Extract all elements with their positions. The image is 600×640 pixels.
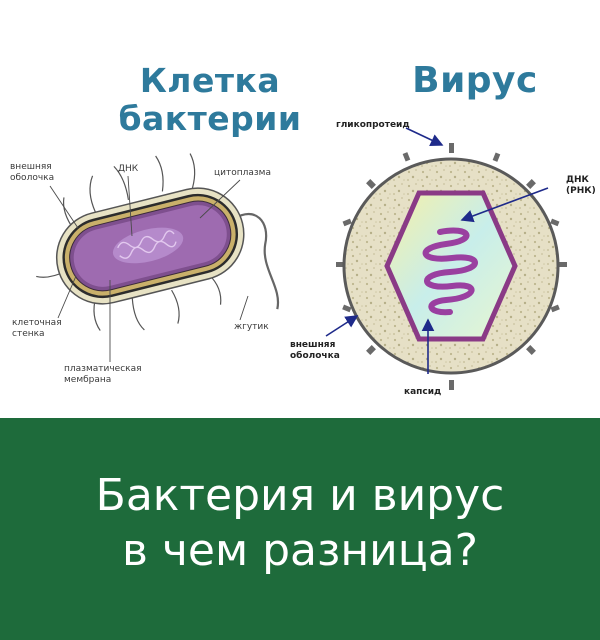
capsid [384, 190, 518, 342]
diagram-svg [36, 127, 567, 390]
label-capsid: капсид [404, 387, 442, 397]
bacteria-title: Клетка бактерии [90, 62, 330, 138]
label-outer-shell-virus: внешняя оболочка [290, 340, 340, 361]
label-flagellum: жгутик [234, 322, 269, 332]
virus [336, 143, 567, 390]
dna-nucleoid [112, 227, 184, 264]
label-outer-shell: внешняя оболочка [10, 162, 55, 183]
diagram: Клетка бактерии Вирус внешняя оболочка Д… [10, 60, 596, 398]
footer-title-line2: в чем разница? [121, 525, 479, 576]
bacterium [36, 153, 280, 331]
label-glycoprotein: гликопротеид [336, 120, 410, 130]
viral-genome [422, 227, 478, 316]
label-cytoplasm: цитоплазма [214, 168, 271, 178]
bacteria-title-line1: Клетка [139, 61, 281, 100]
label-dna-rna: ДНК (РНК) [566, 175, 596, 196]
bacteria-title-line2: бактерии [118, 99, 302, 138]
virus-arrows [325, 127, 549, 374]
footer-banner: Бактерия и вирус в чем разница? [0, 418, 600, 640]
footer-title-line1: Бактерия и вирус [95, 470, 505, 521]
label-cell-wall: клеточная стенка [12, 318, 62, 339]
virus-title: Вирус [412, 60, 538, 101]
bacterium-leaders [49, 175, 249, 362]
glycoprotein-spikes [336, 143, 567, 390]
label-dna: ДНК [118, 164, 139, 174]
flagellum [233, 212, 280, 310]
label-plasma-membrane: плазматическая мембрана [64, 364, 142, 385]
